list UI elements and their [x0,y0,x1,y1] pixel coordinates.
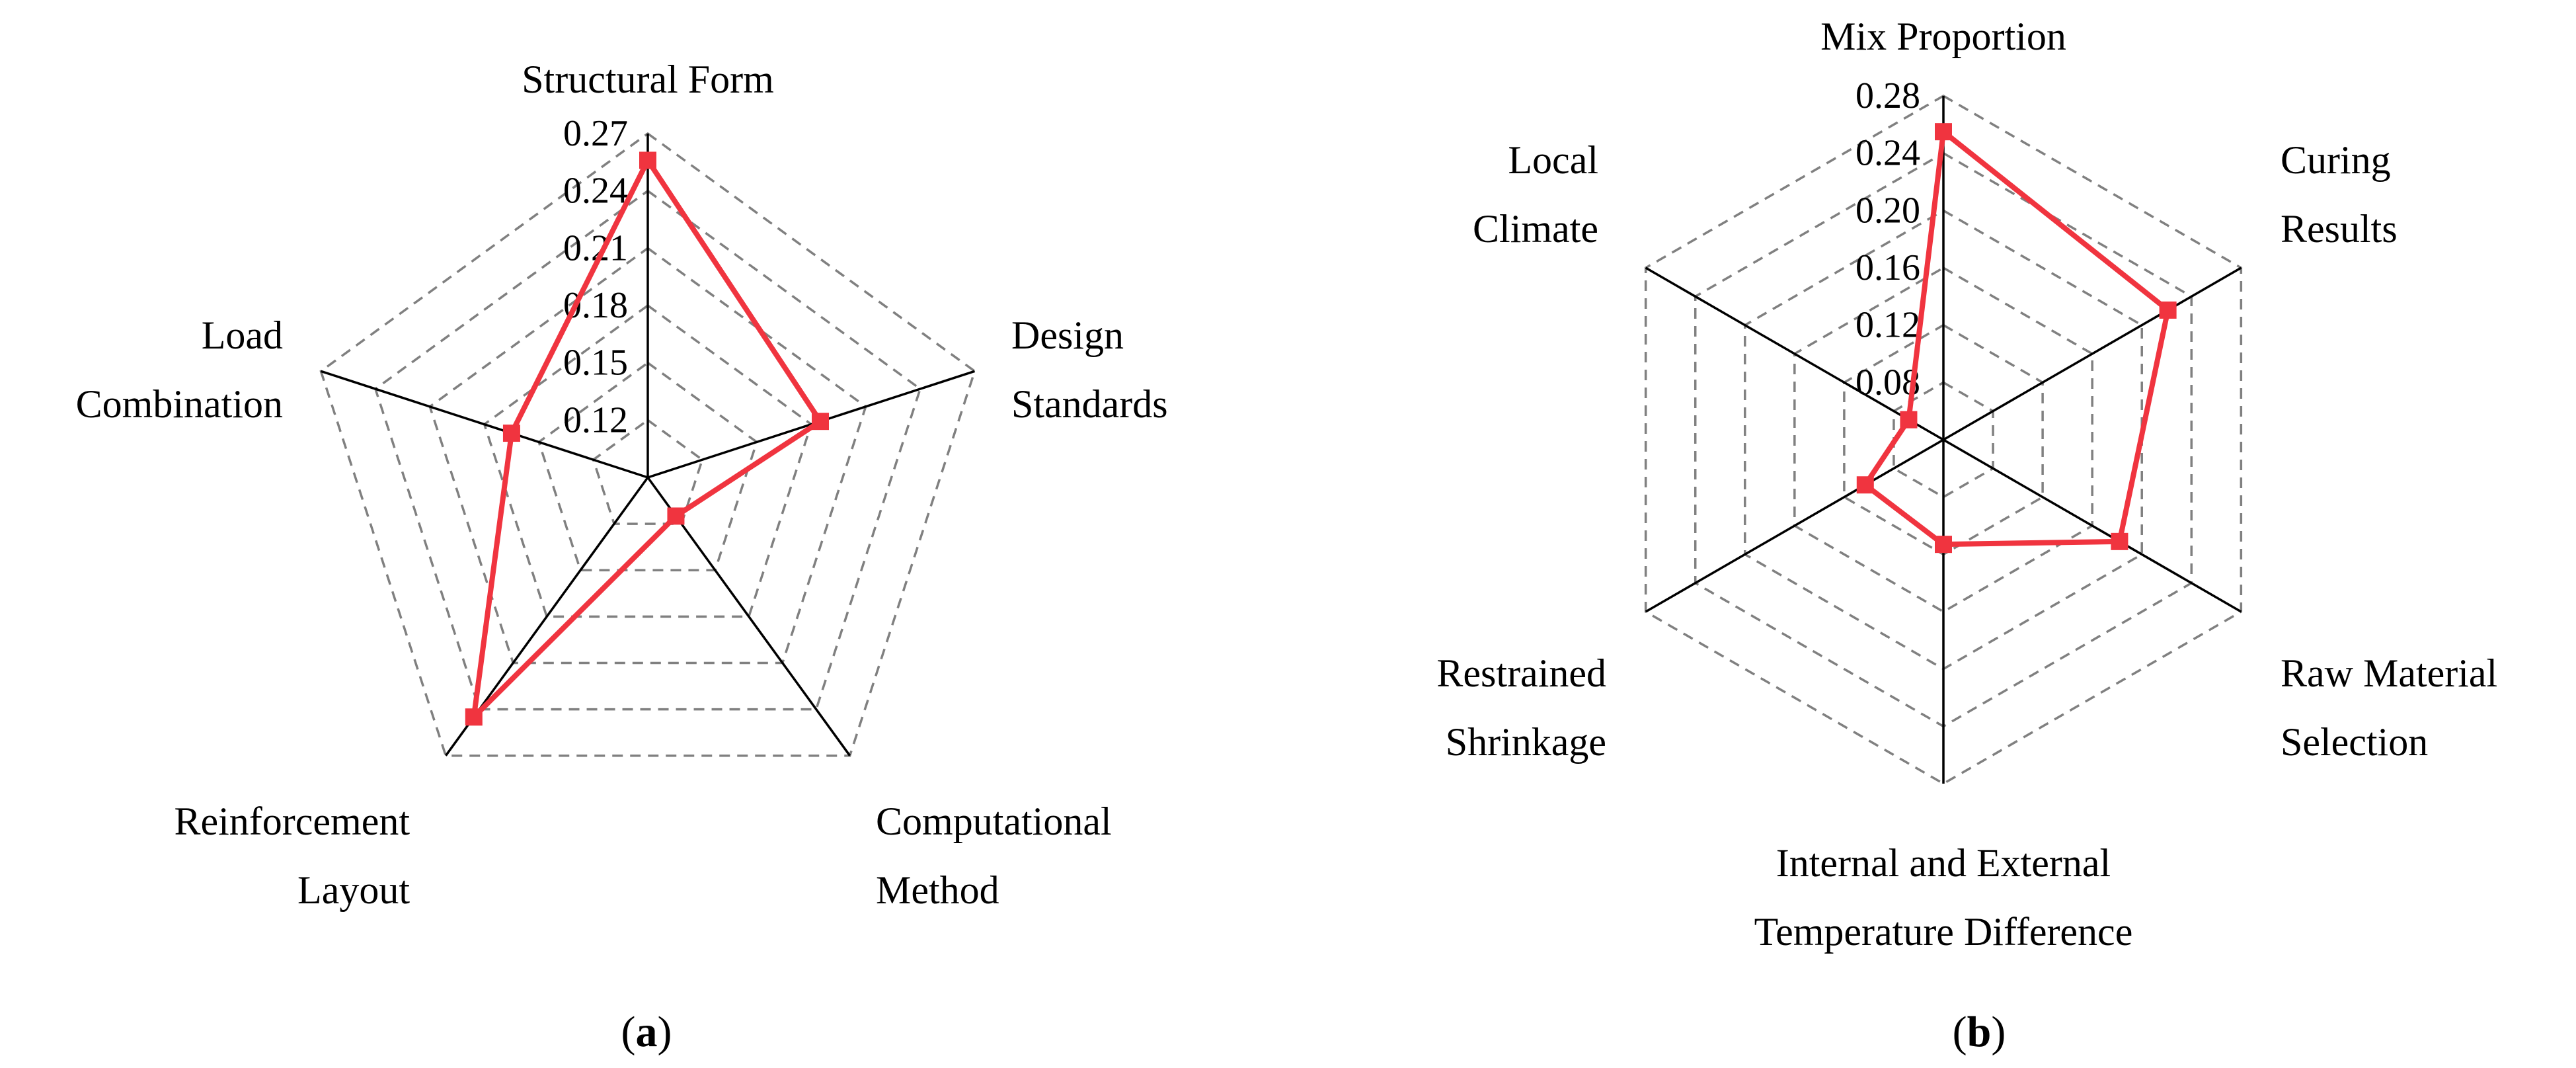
axis-spoke [1943,438,2242,613]
grid-ring [373,189,922,711]
data-point [502,425,520,442]
grid-ring [319,132,976,757]
tick-label: 0.16 [1855,247,1920,288]
axis-label: Structural Form [522,58,774,101]
tick-label: 0.12 [563,399,628,440]
grid-ring [592,419,704,525]
data-point [1935,123,1952,141]
tick-label: 0.24 [1855,133,1920,174]
axis-spoke [1645,438,1944,613]
data-point [465,708,483,726]
series-line [471,157,824,720]
tick-label: 0.15 [563,343,628,384]
data-point [2159,301,2177,319]
grid-ring [483,304,813,618]
axis-spoke [320,370,648,479]
axis-label: Mix Proportion [1820,15,2066,58]
tick-label: 0.24 [563,171,628,212]
panel-label: (a) [621,1008,672,1056]
grid-ring [537,361,758,571]
data-point [812,413,830,431]
grid-ring [428,247,867,665]
data-point [639,151,656,169]
axis-spoke [1645,267,1944,441]
tick-label: 0.28 [1855,75,1920,116]
axis-spoke [1943,267,2242,441]
tick-label: 0.27 [563,113,628,154]
data-point [1935,536,1952,554]
data-point [1856,476,1874,494]
data-point [1900,411,1918,429]
data-point [2111,532,2128,550]
panel-label: (b) [1953,1008,2006,1056]
tick-label: 0.20 [1855,190,1920,231]
tick-label: 0.12 [1855,305,1920,346]
data-point [667,507,685,525]
